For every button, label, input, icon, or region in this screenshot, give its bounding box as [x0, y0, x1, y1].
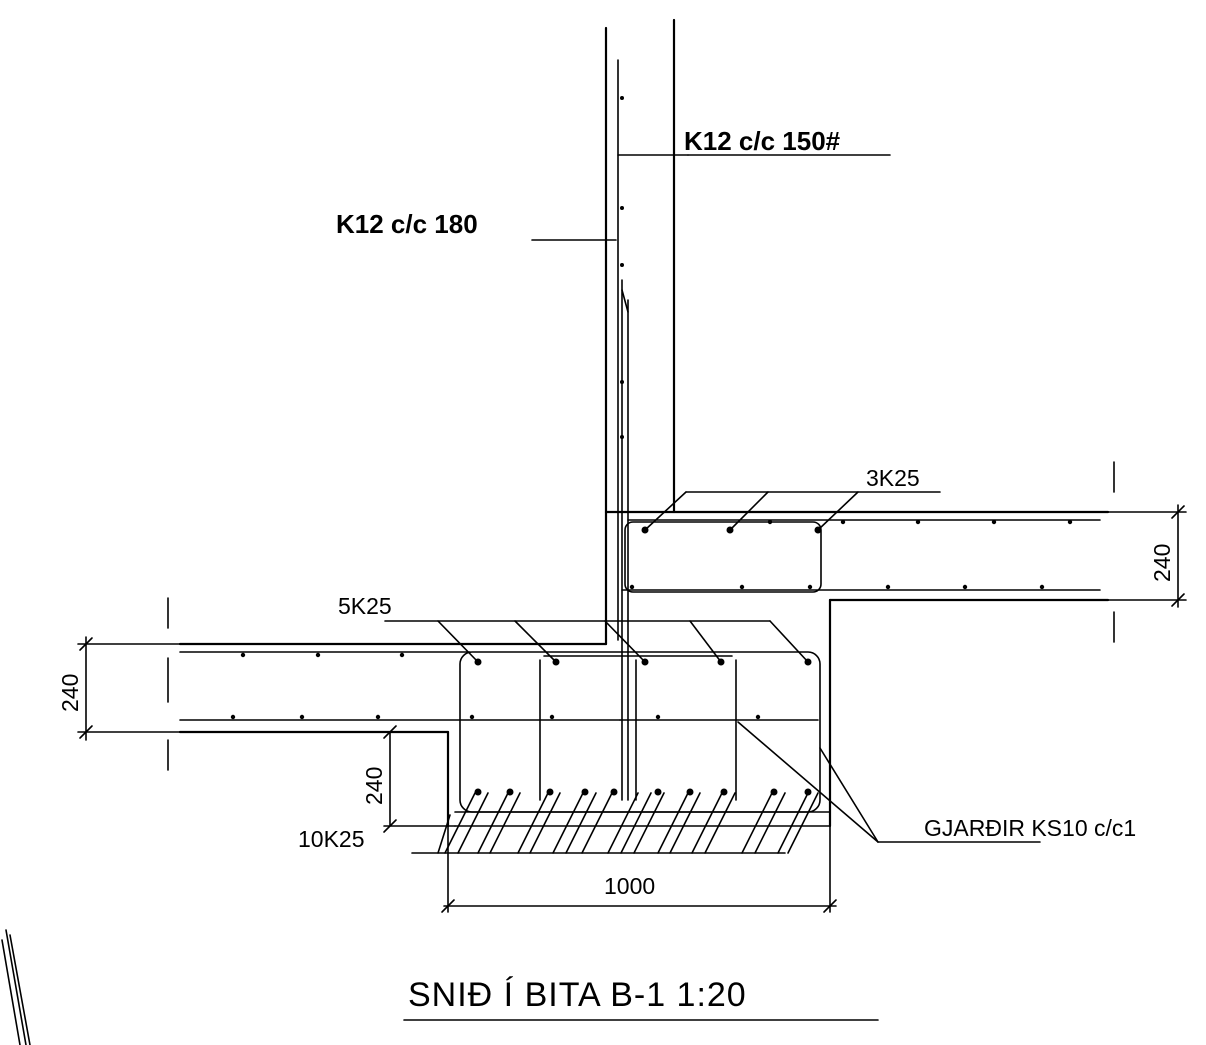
beam-top-bars [384, 620, 812, 666]
dim-left-240 [77, 597, 181, 771]
label-5k25: 5K25 [338, 593, 392, 619]
leader-stirrups [737, 721, 1041, 843]
label-10k25: 10K25 [298, 826, 365, 852]
upper-slab-outline [604, 510, 1110, 828]
dim-left-240-text: 240 [57, 674, 83, 712]
dim-right-240-text: 240 [1149, 544, 1175, 582]
label-k12-150: K12 c/c 150# [684, 126, 841, 156]
label-3k25: 3K25 [866, 465, 920, 491]
leader-3k25 [644, 491, 941, 531]
beam-stirrups [459, 651, 821, 813]
dim-width-1000 [441, 825, 837, 913]
lower-slab-outline [178, 642, 819, 828]
wall-rebar [617, 59, 629, 801]
dim-beam-lower-240 [383, 725, 456, 833]
dim-beam-lower-240-text: 240 [361, 767, 387, 805]
lower-slab-bars [230, 652, 761, 720]
label-k12-180: K12 c/c 180 [336, 209, 478, 239]
drawing-title: SNIÐ Í BITA B-1 1:20 [408, 976, 747, 1014]
dim-right-240 [1107, 461, 1187, 643]
wall-outline [604, 18, 676, 646]
upper-slab-bars [629, 519, 1073, 590]
edge-marks [1, 929, 31, 1045]
upper-stirrup [624, 521, 822, 593]
label-stirrups: GJARÐIR KS10 c/c1 [924, 815, 1136, 841]
beam-bottom-bars [411, 788, 831, 854]
dim-width-1000-text: 1000 [604, 873, 655, 899]
